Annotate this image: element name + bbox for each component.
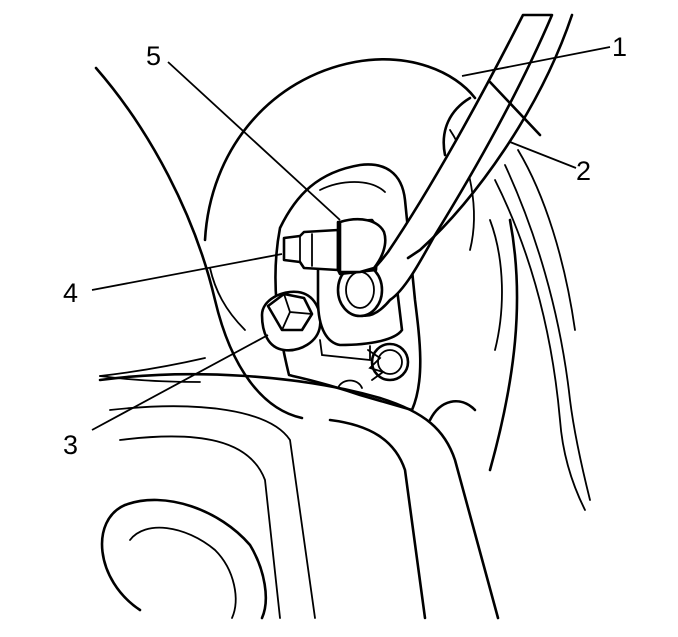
callout-2: 2: [576, 156, 592, 186]
bolt-clip: [367, 349, 385, 381]
drum-outline: [203, 58, 477, 242]
leader-1: [461, 46, 611, 77]
drum-lower-right: [488, 218, 519, 472]
contour-right-2: [504, 164, 591, 501]
chassis-contour-3: [109, 405, 316, 619]
bottom-lobe: [100, 498, 268, 620]
contour-right-3: [494, 179, 586, 511]
leader-5: [167, 61, 341, 221]
fender-curve: [94, 66, 304, 420]
bracket-inner-edge: [319, 181, 386, 193]
chassis-contour-2: [99, 375, 201, 383]
leader-4: [91, 253, 283, 291]
callout-5: 5: [146, 41, 162, 71]
chassis-outer: [98, 372, 500, 620]
hose-crossing-line: [488, 80, 542, 137]
chassis-contour-5: [328, 418, 427, 620]
shield-inner-arc: [442, 96, 472, 157]
hex-bolt-face: [281, 293, 313, 331]
inner-contour: [209, 267, 246, 331]
bleeder-screw: [282, 228, 340, 272]
leader-2: [509, 141, 577, 169]
chassis-contour-4: [119, 435, 281, 619]
shield-arc-3: [489, 219, 503, 351]
leader-3: [91, 334, 269, 431]
bleeder-cap: [338, 218, 387, 274]
mounting-bolt-inner: [377, 349, 403, 375]
housing-base: [319, 339, 371, 361]
brake-hose: [346, 13, 554, 318]
contour-right-1: [517, 149, 576, 331]
brake-line: [406, 13, 574, 260]
chassis-contour-1: [99, 357, 206, 377]
bracket-slot: [337, 379, 363, 389]
chassis-step: [428, 400, 477, 422]
callout-3: 3: [63, 430, 79, 460]
bottom-lobe-inner: [129, 526, 237, 619]
bleeder-thread: [299, 233, 313, 267]
callout-4: 4: [63, 278, 79, 308]
callout-1: 1: [612, 32, 628, 62]
